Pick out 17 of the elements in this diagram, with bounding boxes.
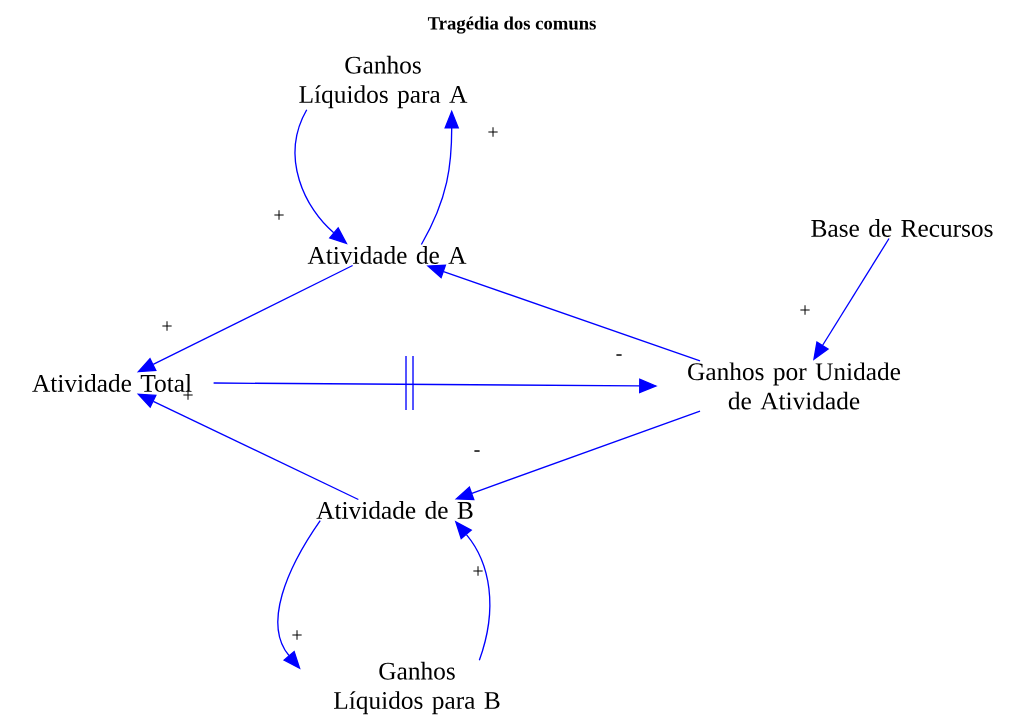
edge-label: + [162, 321, 172, 331]
edge-label: + [488, 127, 498, 137]
variable-label: Base de Recursos [811, 219, 993, 237]
variable-label: Ganhos por Unidade de Atividade [688, 362, 901, 410]
edge-label: - [474, 450, 480, 452]
variable-label: Atividade de A [307, 246, 467, 264]
edge-label: + [183, 390, 193, 400]
variable-label: Ganhos Líquidos para A [299, 55, 468, 109]
edge-label: - [616, 354, 622, 356]
edge-label: + [800, 305, 810, 315]
variable-label: Atividade Total [32, 374, 192, 392]
variable-label: Atividade de B [316, 501, 473, 519]
edge-label: + [292, 630, 302, 640]
edge-label: + [274, 210, 284, 220]
edge-label: + [473, 566, 483, 576]
title: Tragédia dos comuns [427, 16, 596, 34]
variable-label: Ganhos Líquidos para B [334, 661, 500, 715]
